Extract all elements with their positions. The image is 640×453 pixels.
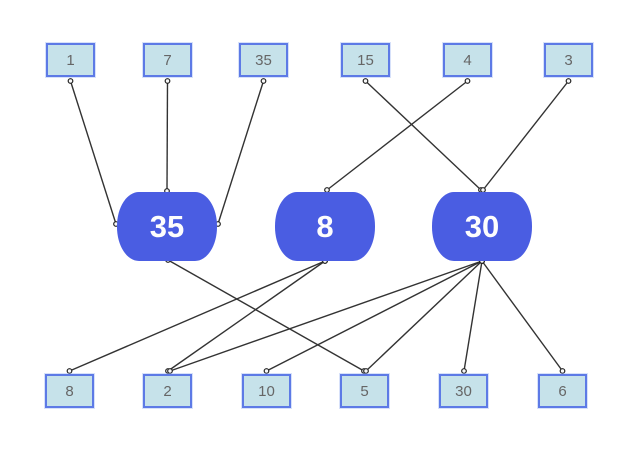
input-box-1-label: 1 xyxy=(66,51,75,69)
input-box-7-label: 7 xyxy=(163,51,172,69)
edge-t4-n8[interactable] xyxy=(326,80,468,191)
input-box-15[interactable]: 15 xyxy=(341,43,390,77)
process-node-8-label: 8 xyxy=(316,208,334,244)
connection-port xyxy=(363,368,369,374)
input-box-4[interactable]: 4 xyxy=(443,43,492,77)
output-box-6[interactable]: 6 xyxy=(538,374,587,408)
edge-t1-n35[interactable] xyxy=(69,80,117,225)
output-box-8-label: 8 xyxy=(65,382,74,400)
edge-n8-b2[interactable] xyxy=(167,260,326,372)
edge-n30-b2[interactable] xyxy=(169,260,483,372)
connection-port xyxy=(167,368,173,374)
edge-n8-b8[interactable] xyxy=(69,260,326,372)
output-box-5-label: 5 xyxy=(360,382,369,400)
output-box-5[interactable]: 5 xyxy=(340,374,389,408)
output-box-30-label: 30 xyxy=(455,382,472,400)
input-box-4-label: 4 xyxy=(463,51,472,69)
process-node-30[interactable]: 30 xyxy=(432,192,532,261)
edge-t15-n30[interactable] xyxy=(365,80,482,191)
output-box-6-label: 6 xyxy=(558,382,567,400)
output-box-2[interactable]: 2 xyxy=(143,374,192,408)
connection-port xyxy=(67,78,74,84)
output-box-30[interactable]: 30 xyxy=(439,374,488,408)
connection-port xyxy=(362,78,369,84)
connection-port xyxy=(559,368,566,374)
connection-port xyxy=(263,368,270,374)
edge-n35-b5[interactable] xyxy=(167,259,365,372)
output-box-8[interactable]: 8 xyxy=(45,374,94,408)
input-box-15-label: 15 xyxy=(357,51,374,69)
edge-t3-n30[interactable] xyxy=(482,80,570,191)
input-box-7[interactable]: 7 xyxy=(143,43,192,77)
connection-port xyxy=(260,78,267,84)
input-box-35-label: 35 xyxy=(255,51,272,69)
connection-port xyxy=(464,78,471,84)
input-box-1[interactable]: 1 xyxy=(46,43,95,77)
output-box-10[interactable]: 10 xyxy=(242,374,291,408)
edge-n30-b6[interactable] xyxy=(481,260,564,372)
output-box-2-label: 2 xyxy=(163,382,172,400)
edge-n30-b5[interactable] xyxy=(365,260,483,372)
edge-t35-n35[interactable] xyxy=(217,80,265,225)
input-box-3[interactable]: 3 xyxy=(544,43,593,77)
edge-n30-b30[interactable] xyxy=(463,260,483,372)
process-node-8[interactable]: 8 xyxy=(275,192,375,261)
edge-t7-n35[interactable] xyxy=(166,80,169,192)
edge-n30-b10[interactable] xyxy=(266,260,483,372)
input-box-35[interactable]: 35 xyxy=(239,43,288,77)
connection-port xyxy=(66,368,73,374)
process-node-35-label: 35 xyxy=(149,208,185,244)
process-node-30-label: 30 xyxy=(464,208,500,244)
output-box-10-label: 10 xyxy=(258,382,275,400)
connection-port xyxy=(565,78,572,84)
connection-port xyxy=(461,368,467,374)
process-node-35[interactable]: 35 xyxy=(117,192,217,261)
input-box-3-label: 3 xyxy=(564,51,573,69)
connection-port xyxy=(164,78,171,84)
